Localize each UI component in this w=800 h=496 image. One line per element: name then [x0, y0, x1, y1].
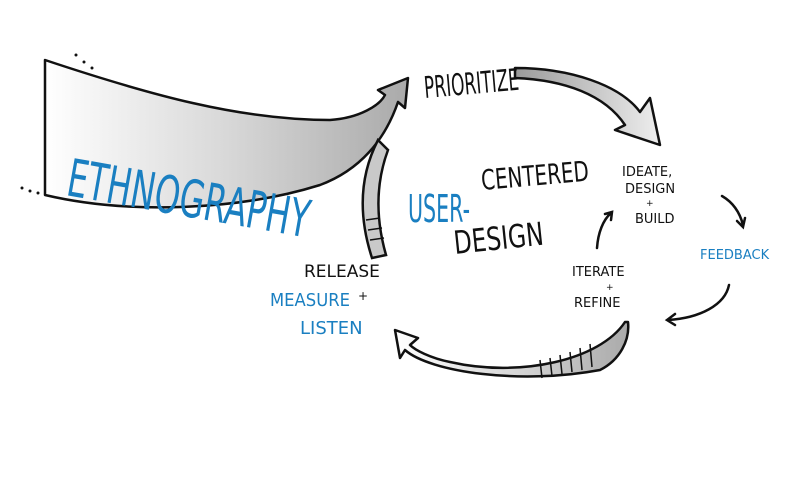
iterate-plus: +: [606, 283, 614, 293]
design-label: DESIGN: [452, 215, 545, 262]
ethnography-arrow: [20, 53, 410, 209]
prioritize-to-ideate-arrow: [513, 66, 662, 147]
ideate-plus: +: [646, 199, 654, 209]
small-arrow-left: [664, 283, 731, 327]
small-arrow-up: [595, 210, 614, 250]
release-plus: +: [358, 289, 368, 303]
ideate-line1: IDEATE,: [622, 165, 672, 180]
measure-label: MEASURE: [270, 290, 350, 311]
prioritize-label: PRIORITIZE: [423, 63, 521, 106]
ideate-line3: BUILD: [635, 212, 675, 227]
listen-label: LISTEN: [300, 318, 363, 339]
iterate-to-release-arrow: [393, 320, 630, 378]
small-arrow-down: [720, 194, 747, 230]
feedback-label: FEEDBACK: [700, 248, 770, 263]
iterate-line1: ITERATE: [572, 265, 625, 280]
hatching: [365, 217, 385, 241]
iterate-line2: REFINE: [574, 296, 621, 311]
hatching: [539, 343, 593, 379]
release-label: RELEASE: [304, 262, 380, 282]
ideate-line2: DESIGN: [625, 182, 675, 197]
release-to-prioritize-arrow: [361, 137, 390, 260]
centered-label: CENTERED: [480, 155, 590, 197]
user-label: USER-: [408, 187, 470, 231]
